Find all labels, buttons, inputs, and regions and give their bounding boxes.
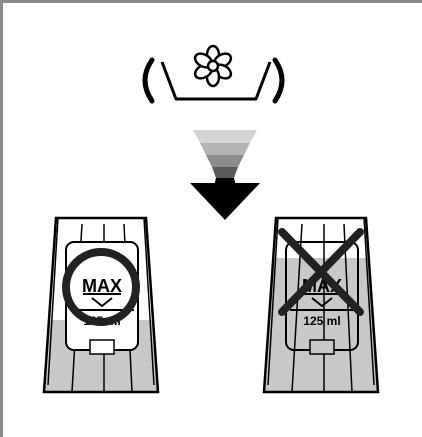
volume-label: 125 ml: [303, 314, 340, 328]
flower-icon: [193, 44, 233, 88]
gradient-down-arrow-icon: [190, 130, 260, 220]
container-body: [42, 216, 160, 394]
bowl-outline: [160, 61, 272, 101]
max-label: MAX: [82, 276, 122, 296]
flower-in-bowl-icon: [142, 44, 285, 104]
cross-mark-icon: [278, 228, 364, 316]
circle-mark-icon: [62, 248, 140, 326]
left-bracket: [142, 57, 155, 104]
right-bracket: [272, 57, 285, 104]
container-correct: MAX 125 ml: [42, 216, 160, 394]
container-incorrect: MAX 125 ml: [262, 216, 380, 394]
container-body: [262, 216, 380, 394]
